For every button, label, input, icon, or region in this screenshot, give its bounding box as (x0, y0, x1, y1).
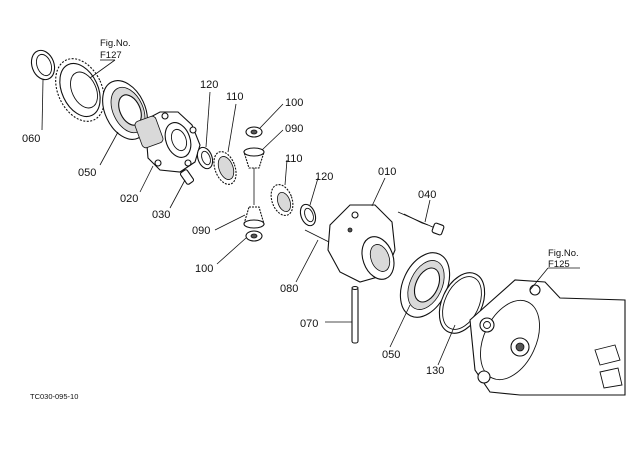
part-110-side-gear-lower[interactable] (267, 182, 297, 219)
part-120-washer-lower[interactable] (298, 202, 319, 227)
label-050-right: 050 (382, 349, 400, 361)
leader-lines (41, 59, 580, 366)
label-090-lower: 090 (192, 225, 210, 237)
part-030-pin[interactable] (179, 169, 195, 185)
label-110-lower: 110 (285, 153, 303, 165)
part-090-pinion-lower[interactable] (243, 206, 265, 229)
part-060-snap-ring[interactable] (28, 47, 59, 83)
part-transmission-housing-f125[interactable] (469, 279, 626, 396)
part-100-washer-lower[interactable] (245, 230, 263, 242)
label-060: 060 (22, 133, 40, 145)
label-020: 020 (120, 193, 138, 205)
drawing-code: TC030-095-10 (30, 392, 78, 401)
label-070: 070 (300, 318, 318, 330)
part-040-bolt[interactable] (397, 211, 445, 236)
fig-ref-f125-line1: Fig.No. (548, 248, 579, 259)
label-050-left: 050 (78, 167, 96, 179)
label-120-upper: 120 (200, 79, 218, 91)
label-090-upper: 090 (285, 123, 303, 135)
label-100-lower: 100 (195, 263, 213, 275)
label-110-upper: 110 (226, 91, 244, 103)
label-010: 010 (378, 166, 396, 178)
label-030: 030 (152, 209, 170, 221)
part-020-differential-case[interactable] (134, 111, 201, 173)
label-040: 040 (418, 189, 436, 201)
label-120-lower: 120 (315, 171, 333, 183)
part-090-pinion-upper[interactable] (243, 147, 265, 169)
part-110-side-gear-upper[interactable] (210, 149, 240, 188)
fig-ref-f127-line2: F127 (100, 50, 122, 61)
label-080: 080 (280, 283, 298, 295)
part-010-case-cover[interactable] (327, 204, 400, 284)
fig-ref-f127-line1: Fig.No. (100, 38, 131, 49)
label-100-upper: 100 (285, 97, 303, 109)
fig-ref-f125-line2: F125 (548, 259, 570, 270)
part-120-washer-upper[interactable] (195, 145, 216, 170)
part-ring-gear-f127[interactable] (46, 51, 114, 129)
part-050-bearing-right[interactable] (391, 245, 460, 325)
label-130: 130 (426, 365, 444, 377)
part-100-washer-upper[interactable] (245, 126, 263, 138)
part-070-pin[interactable] (351, 285, 359, 344)
